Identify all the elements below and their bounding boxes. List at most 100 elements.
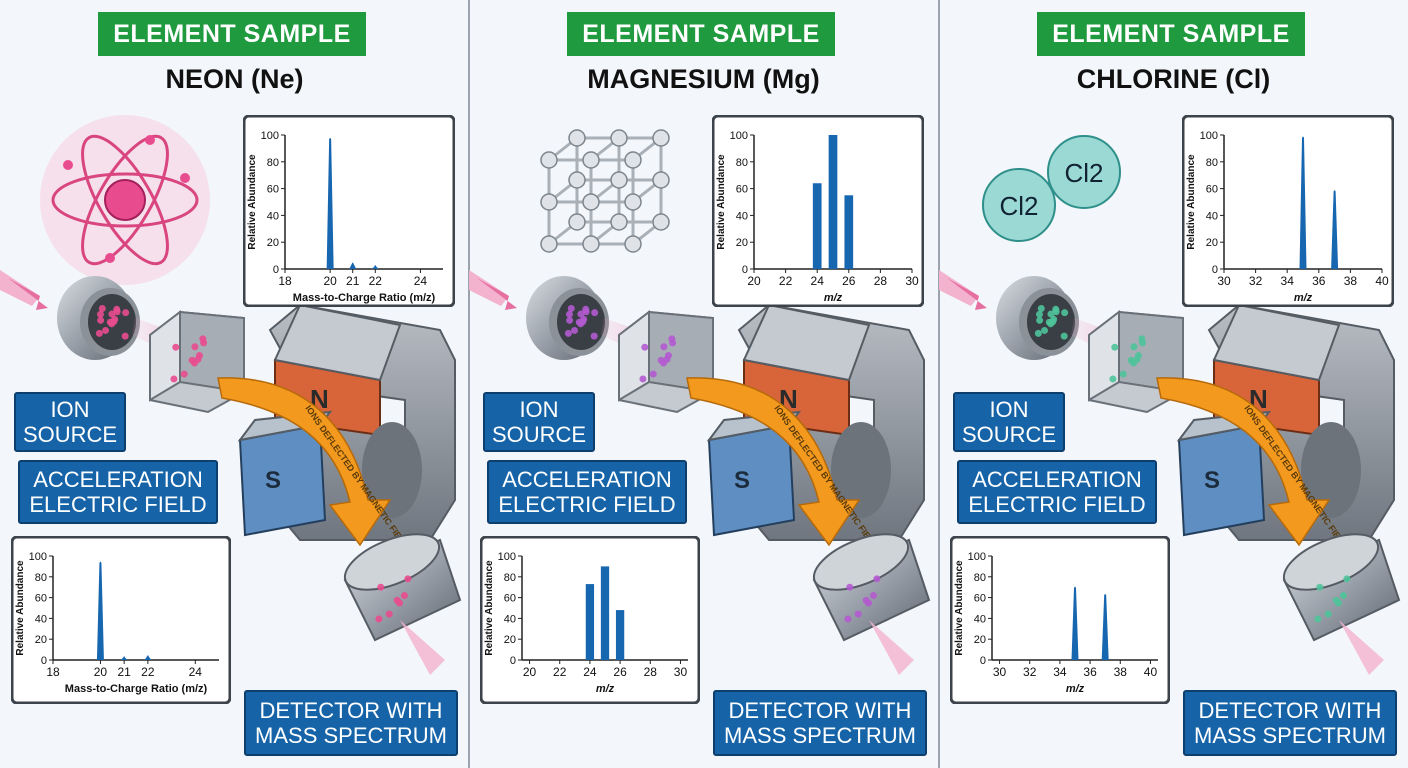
- x-axis-label: m/z: [596, 683, 615, 695]
- ion-source-label: ION SOURCE: [14, 392, 126, 452]
- y-tick-label: 40: [1206, 210, 1218, 222]
- x-tick-label: 40: [1144, 665, 1158, 679]
- element-title: MAGNESIUM (Mg): [587, 64, 820, 94]
- x-tick-label: 22: [141, 665, 155, 679]
- spectrum-peak: [1299, 136, 1307, 269]
- detector-label: DETECTOR WITH MASS SPECTRUM: [713, 690, 927, 756]
- y-tick-label: 40: [504, 613, 516, 625]
- y-tick-label: 100: [968, 551, 986, 563]
- x-axis-label: m/z: [824, 292, 843, 304]
- ion-cluster: [564, 305, 599, 340]
- y-axis-label: Relative Abundance: [1186, 154, 1197, 250]
- element-title: CHLORINE (Cl): [1076, 64, 1271, 94]
- magnet: N S: [706, 303, 925, 541]
- x-tick-label: 20: [523, 665, 537, 679]
- sample-icon: [540, 129, 670, 253]
- acceleration-label: ACCELERATION ELECTRIC FIELD: [18, 460, 218, 524]
- y-tick-label: 40: [736, 210, 748, 222]
- acceleration-label: ACCELERATION ELECTRIC FIELD: [487, 460, 687, 524]
- y-tick-label: 80: [35, 572, 47, 584]
- y-tick-label: 100: [261, 130, 279, 142]
- y-tick-label: 100: [29, 551, 47, 563]
- mass-spectrometer-apparatus: N S IONS DEFLECTED BY MAGNETIC FIELD: [469, 129, 931, 675]
- y-tick-label: 60: [35, 593, 47, 605]
- spectrum-peak: [144, 655, 152, 660]
- detector-label: DETECTOR WITH MASS SPECTRUM: [1183, 690, 1397, 756]
- element-title: NEON (Ne): [165, 64, 304, 94]
- y-tick-label: 0: [273, 264, 279, 276]
- x-tick-label: 30: [905, 274, 919, 288]
- x-tick-label: 20: [323, 274, 337, 288]
- detector-cylinder: [1282, 533, 1401, 675]
- chart-frame: [11, 536, 231, 704]
- x-axis-label: Mass-to-Charge Ratio (m/z): [293, 292, 436, 304]
- y-axis-label: Relative Abundance: [247, 154, 258, 250]
- cl2-label: Cl2: [1064, 158, 1103, 188]
- y-tick-label: 20: [267, 237, 279, 249]
- panel-divider: [468, 0, 470, 768]
- x-tick-label: 36: [1312, 274, 1326, 288]
- x-axis-label: m/z: [1066, 683, 1085, 695]
- x-tick-label: 34: [1281, 274, 1295, 288]
- ion-cluster: [95, 305, 130, 340]
- acceleration-label: ACCELERATION ELECTRIC FIELD: [957, 460, 1157, 524]
- element-sample-banner: ELEMENT SAMPLE: [1037, 12, 1305, 56]
- x-tick-label: 24: [811, 274, 825, 288]
- ion-source-label: ION SOURCE: [483, 392, 595, 452]
- spectrum-peak: [120, 656, 128, 660]
- spectrum-bar: [828, 135, 838, 269]
- x-tick-label: 20: [94, 665, 108, 679]
- y-tick-label: 20: [35, 634, 47, 646]
- y-axis-label: Relative Abundance: [484, 560, 495, 656]
- spectrum-peak: [349, 262, 357, 269]
- incoming-beam-arrow: [469, 270, 517, 310]
- element-sample-banner: ELEMENT SAMPLE: [567, 12, 835, 56]
- x-tick-label: 26: [842, 274, 856, 288]
- y-tick-label: 0: [1212, 264, 1218, 276]
- y-tick-label: 100: [730, 130, 748, 142]
- sample-icon: [40, 115, 210, 285]
- x-tick-label: 24: [414, 274, 428, 288]
- incoming-beam-arrow: [939, 270, 987, 310]
- spectrum-peak: [1101, 593, 1109, 660]
- y-tick-label: 80: [504, 572, 516, 584]
- x-tick-label: 30: [674, 665, 688, 679]
- y-tick-label: 0: [742, 264, 748, 276]
- detector-cylinder: [812, 533, 931, 675]
- acceleration-chamber: [618, 309, 714, 414]
- y-tick-label: 20: [974, 634, 986, 646]
- x-tick-label: 34: [1053, 665, 1067, 679]
- y-tick-label: 0: [980, 655, 986, 667]
- spectrum-bar: [615, 610, 625, 660]
- x-tick-label: 36: [1083, 665, 1097, 679]
- y-tick-label: 0: [41, 655, 47, 667]
- x-tick-label: 40: [1375, 274, 1389, 288]
- y-tick-label: 60: [974, 593, 986, 605]
- panel-divider: [938, 0, 940, 768]
- y-axis-label: Relative Abundance: [15, 560, 26, 656]
- spectrum-bar: [600, 566, 610, 660]
- x-tick-label: 24: [583, 665, 597, 679]
- x-tick-label: 22: [779, 274, 793, 288]
- y-tick-label: 20: [1206, 237, 1218, 249]
- chart-frame: [1182, 115, 1394, 307]
- x-tick-label: 32: [1023, 665, 1037, 679]
- spectrum-peak: [1331, 190, 1339, 269]
- ion-cluster: [1034, 305, 1069, 340]
- cl2-label: Cl2: [999, 191, 1038, 221]
- x-tick-label: 21: [117, 665, 131, 679]
- ion-source-cylinder: [57, 276, 140, 360]
- chart-frame: [243, 115, 455, 307]
- x-tick-label: 18: [278, 274, 292, 288]
- x-tick-label: 26: [613, 665, 627, 679]
- y-tick-label: 60: [736, 184, 748, 196]
- y-tick-label: 20: [504, 634, 516, 646]
- x-tick-label: 28: [644, 665, 658, 679]
- y-tick-label: 40: [974, 613, 986, 625]
